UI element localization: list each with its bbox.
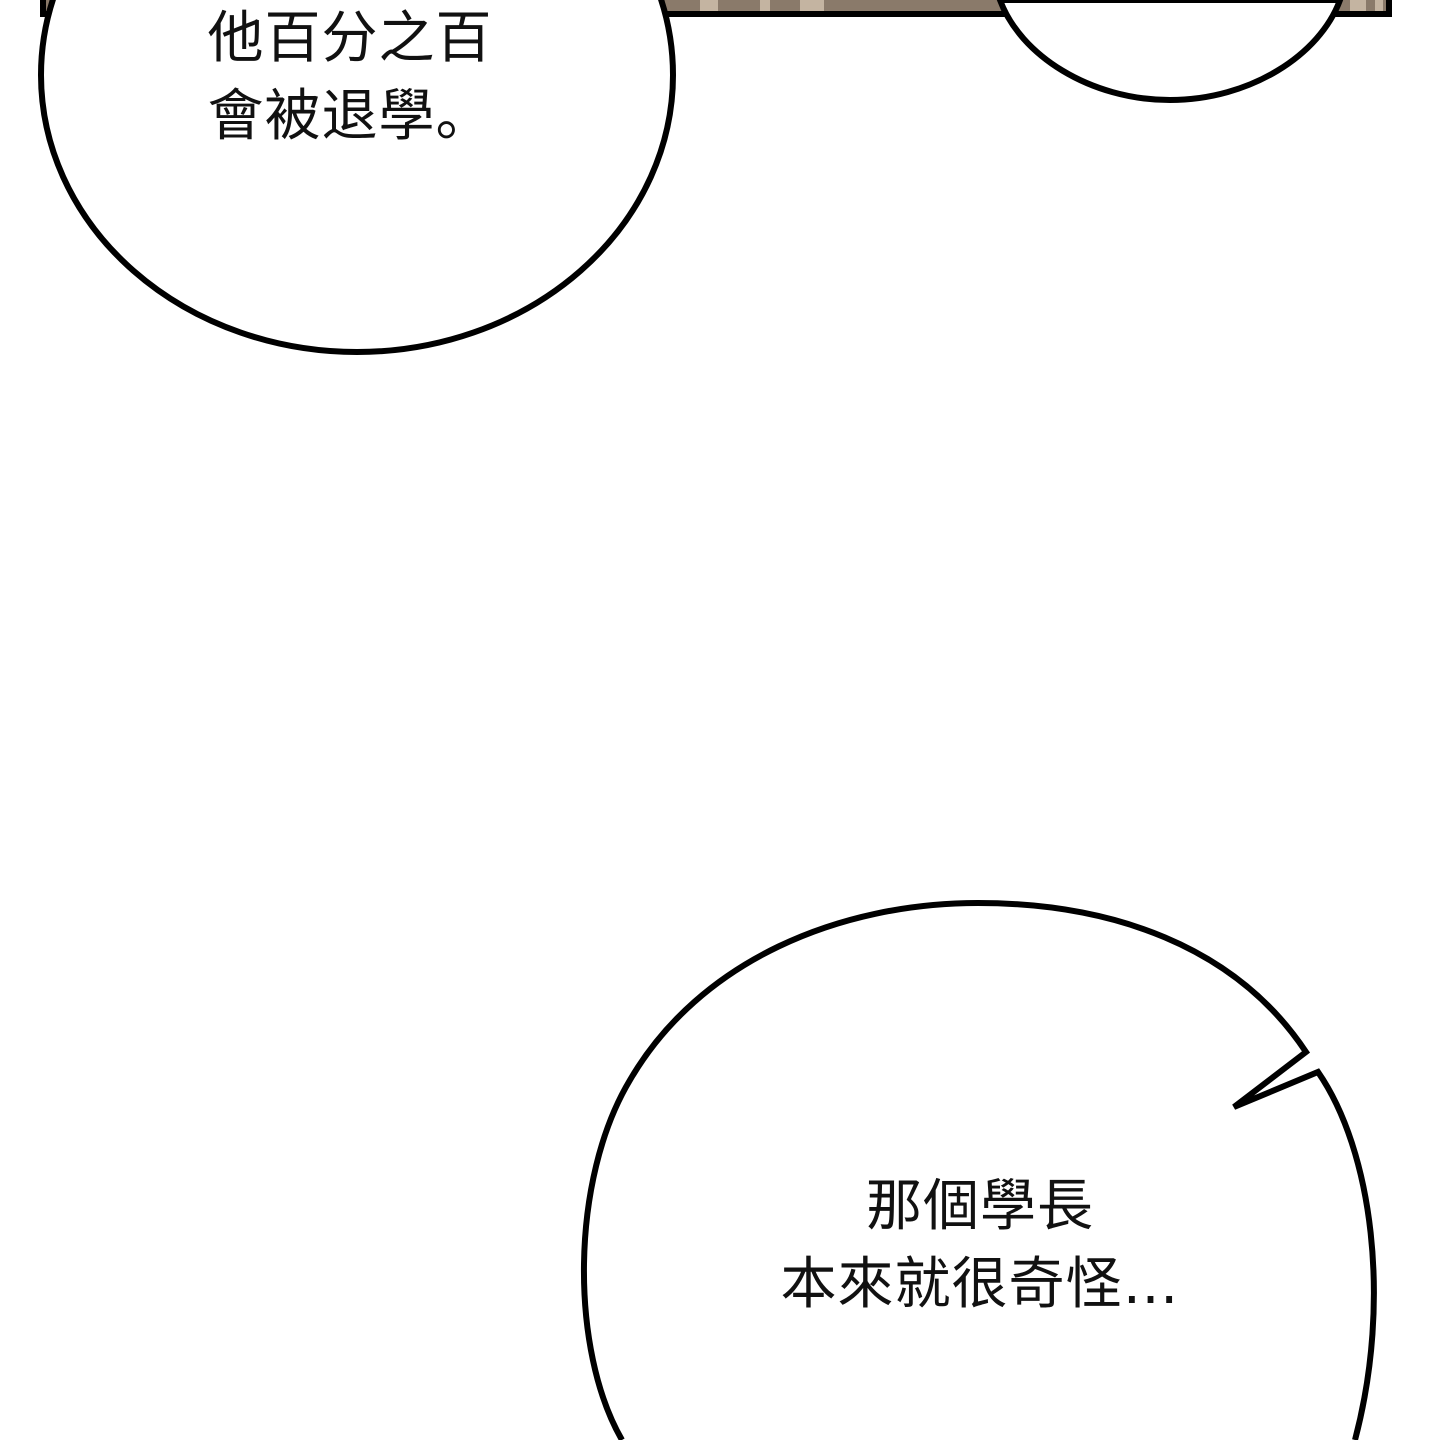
speech-line: 本來就很奇怪… — [780, 1252, 1180, 1317]
speech-bubble-top-right — [996, 0, 1344, 104]
speech-text-top-left: 他百分之百 會被退學。 — [160, 0, 540, 156]
speech-line: 他百分之百 — [207, 6, 493, 71]
speech-text-bottom-right: 那個學長 本來就很奇怪… — [700, 1168, 1260, 1324]
speech-bubble-top-left — [38, 0, 676, 355]
speech-line: 會被退學。 — [207, 84, 493, 149]
speech-bubble-bottom-right — [581, 899, 1377, 1440]
speech-line: 那個學長 — [866, 1174, 1094, 1239]
